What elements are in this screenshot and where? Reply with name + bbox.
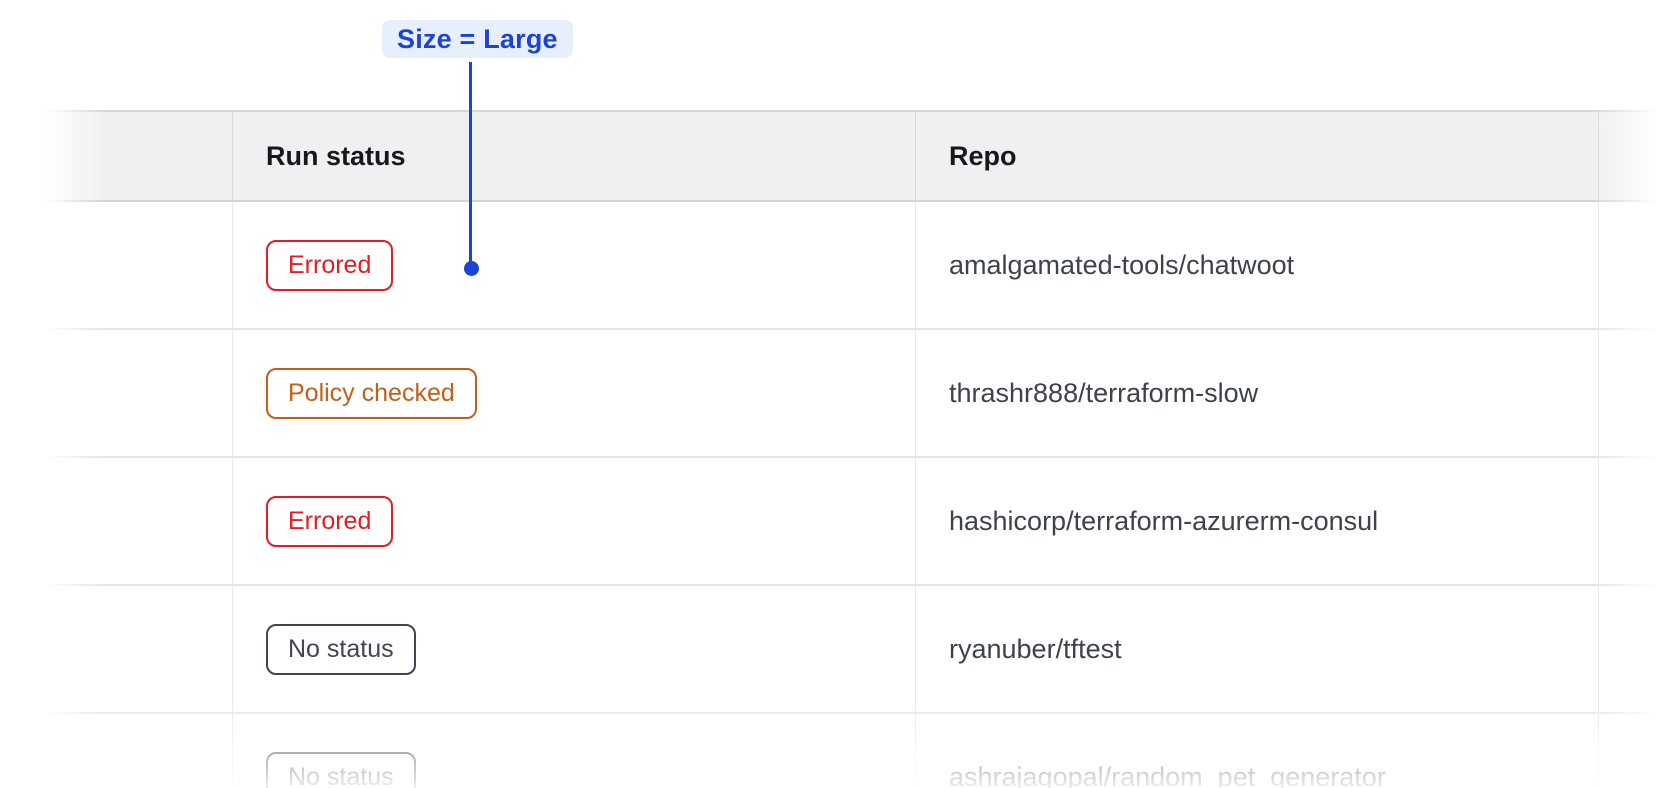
row-cell-status: No status [232, 714, 915, 788]
repo-name: amalgamated-tools/chatwoot [949, 249, 1295, 280]
row-cell-empty [43, 330, 232, 456]
header-cell-run-status: Run status [232, 112, 915, 200]
runs-table: Run status Repo Errored amalgamated-tool… [43, 110, 1672, 788]
row-cell-repo: thrashr888/terraform-slow [915, 330, 1598, 456]
row-cell-status: No status [232, 586, 915, 712]
row-cell-repo: ashrajagopal/random_pet_generator [915, 714, 1598, 788]
row-cell-status: Errored [232, 202, 915, 328]
row-cell-empty [1598, 586, 1672, 712]
status-badge[interactable]: Errored [266, 495, 394, 547]
status-badge[interactable]: Errored [266, 239, 394, 291]
row-cell-repo: amalgamated-tools/chatwoot [915, 202, 1598, 328]
status-badge[interactable]: No status [266, 623, 416, 675]
row-cell-empty [1598, 202, 1672, 328]
header-cell-repo: Repo [915, 112, 1598, 200]
status-badge[interactable]: No status [266, 751, 416, 788]
run-status-column-header: Run status [266, 140, 406, 171]
repo-name: thrashr888/terraform-slow [949, 377, 1259, 408]
table-row[interactable]: Errored hashicorp/terraform-azurerm-cons… [43, 458, 1672, 586]
annotation-pointer-dot [464, 261, 479, 276]
row-cell-status: Policy checked [232, 330, 915, 456]
size-annotation-pill: Size = Large [382, 20, 573, 58]
repo-column-header: Repo [949, 140, 1017, 171]
header-cell-empty-right [1598, 112, 1672, 200]
table-header-row: Run status Repo [43, 110, 1672, 202]
row-cell-empty [1598, 458, 1672, 584]
row-cell-empty [43, 714, 232, 788]
row-cell-empty [43, 202, 232, 328]
status-badge[interactable]: Policy checked [266, 367, 477, 419]
table-row[interactable]: Errored amalgamated-tools/chatwoot [43, 202, 1672, 330]
table-row[interactable]: Policy checked thrashr888/terraform-slow [43, 330, 1672, 458]
table-row[interactable]: No status ryanuber/tftest [43, 586, 1672, 714]
row-cell-empty [1598, 714, 1672, 788]
repo-name: ashrajagopal/random_pet_generator [949, 761, 1386, 788]
row-cell-empty [43, 586, 232, 712]
row-cell-empty [1598, 330, 1672, 456]
header-cell-empty-left [43, 112, 232, 200]
table-row[interactable]: No status ashrajagopal/random_pet_genera… [43, 714, 1672, 788]
row-cell-empty [43, 458, 232, 584]
repo-name: hashicorp/terraform-azurerm-consul [949, 505, 1379, 536]
row-cell-repo: hashicorp/terraform-azurerm-consul [915, 458, 1598, 584]
repo-name: ryanuber/tftest [949, 633, 1122, 664]
annotation-connector-line [469, 62, 472, 262]
row-cell-repo: ryanuber/tftest [915, 586, 1598, 712]
row-cell-status: Errored [232, 458, 915, 584]
